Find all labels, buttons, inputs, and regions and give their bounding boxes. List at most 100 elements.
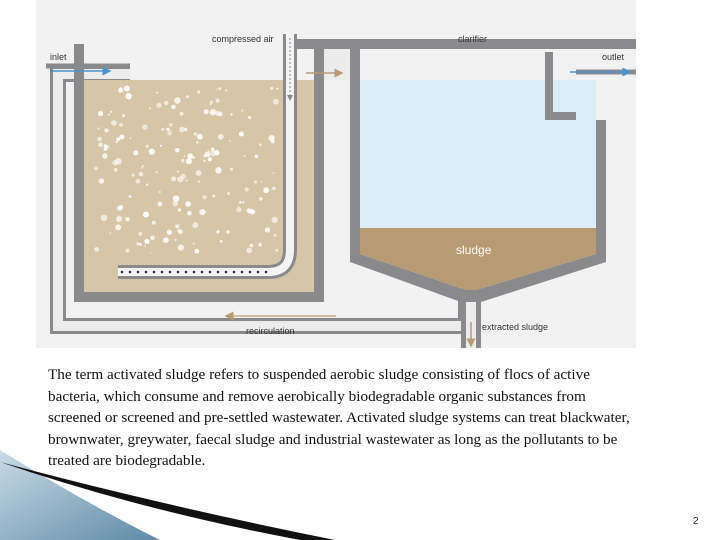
air-bubble <box>163 237 169 243</box>
air-bubble <box>217 133 224 140</box>
air-bubble <box>106 145 110 149</box>
air-bubble <box>156 91 159 94</box>
air-bubble <box>263 187 270 194</box>
air-bubble <box>177 244 184 251</box>
label-inlet: inlet <box>50 52 67 62</box>
air-bubble <box>239 201 242 204</box>
label-outlet: outlet <box>602 52 625 62</box>
air-bubble <box>242 201 245 204</box>
air-bubble <box>185 95 189 99</box>
diffuser-hole <box>136 270 140 274</box>
air-bubble <box>164 100 169 106</box>
diffuser-hole <box>160 270 164 274</box>
air-bubble <box>136 242 140 246</box>
diffuser-hole <box>152 270 156 274</box>
air-bubble <box>115 141 118 144</box>
air-bubble <box>97 136 102 142</box>
air-bubble <box>156 102 162 108</box>
air-bubble <box>212 194 216 198</box>
diffuser-hole <box>232 270 236 274</box>
air-bubble <box>197 180 200 183</box>
air-bubble <box>258 143 262 147</box>
diffuser-hole <box>168 270 172 274</box>
air-bubble <box>149 252 152 254</box>
air-bubble <box>94 166 98 171</box>
diffuser-hole <box>256 270 260 274</box>
label-clarifier: clarifier <box>458 34 487 44</box>
air-bubble <box>116 137 121 142</box>
air-bubble <box>180 173 186 179</box>
aeration-tank-liquid <box>84 80 314 292</box>
air-bubble <box>123 85 130 92</box>
air-bubble <box>119 134 125 140</box>
air-bubble <box>149 107 152 110</box>
air-bubble <box>215 167 222 174</box>
air-bubble <box>270 86 274 90</box>
air-bubble <box>175 148 180 153</box>
air-bubble <box>161 127 165 131</box>
air-bubble <box>94 247 100 252</box>
air-bubble <box>215 110 221 116</box>
air-bubble <box>207 157 212 162</box>
air-bubble <box>139 243 142 246</box>
air-bubble <box>174 97 181 104</box>
air-bubble <box>118 205 124 210</box>
air-bubble <box>185 179 188 182</box>
air-bubble <box>185 201 191 207</box>
air-bubble <box>192 156 195 159</box>
air-bubble <box>209 109 217 116</box>
air-bubble <box>177 170 179 173</box>
diffuser-hole <box>264 270 268 274</box>
air-bubble <box>98 142 103 148</box>
air-bubble <box>273 98 279 105</box>
air-bubble <box>177 228 182 233</box>
air-bubble <box>171 176 177 182</box>
air-bubble <box>275 248 279 252</box>
diffuser-hole <box>216 270 220 274</box>
air-bubble <box>122 114 125 118</box>
air-bubble <box>253 180 258 184</box>
diffuser-hole <box>128 270 132 274</box>
air-bubbles <box>94 85 279 254</box>
air-bubble <box>192 242 195 245</box>
diffuser-hole <box>184 270 188 274</box>
air-bubble <box>197 133 203 140</box>
air-bubble <box>218 87 222 90</box>
air-bubble <box>142 124 148 130</box>
air-bubble <box>125 217 130 222</box>
air-bubble <box>109 232 112 235</box>
label-compressed-air: compressed air <box>212 34 274 44</box>
air-bubble <box>230 167 233 171</box>
air-bubble <box>125 248 130 253</box>
air-bubble <box>146 183 149 186</box>
air-bubble <box>111 120 117 126</box>
air-bubble <box>102 153 108 159</box>
outlet-pipe <box>545 52 576 120</box>
air-bubble <box>272 186 276 191</box>
air-bubble <box>215 98 220 103</box>
air-bubble <box>135 178 141 184</box>
air-bubble <box>158 191 161 193</box>
air-bubble <box>138 231 143 236</box>
air-bubble <box>126 93 129 96</box>
air-bubble <box>97 110 104 117</box>
air-bubble <box>243 155 246 157</box>
settled-sludge <box>360 228 596 290</box>
air-bubble <box>150 235 155 241</box>
air-bubble <box>185 158 192 165</box>
air-bubble <box>254 154 259 159</box>
air-bubble <box>172 200 179 207</box>
diffuser-hole <box>240 270 244 274</box>
air-bubble <box>144 239 150 244</box>
air-bubble <box>166 127 170 131</box>
air-bubble <box>199 208 206 216</box>
air-bubble <box>141 165 144 168</box>
air-bubble <box>187 210 192 216</box>
air-bubble <box>100 214 108 222</box>
air-bubble <box>273 234 277 237</box>
diffuser-hole <box>192 270 196 274</box>
air-bubble <box>116 215 123 222</box>
air-bubble <box>258 242 262 247</box>
air-bubble <box>175 224 180 229</box>
air-bubble <box>166 229 173 235</box>
